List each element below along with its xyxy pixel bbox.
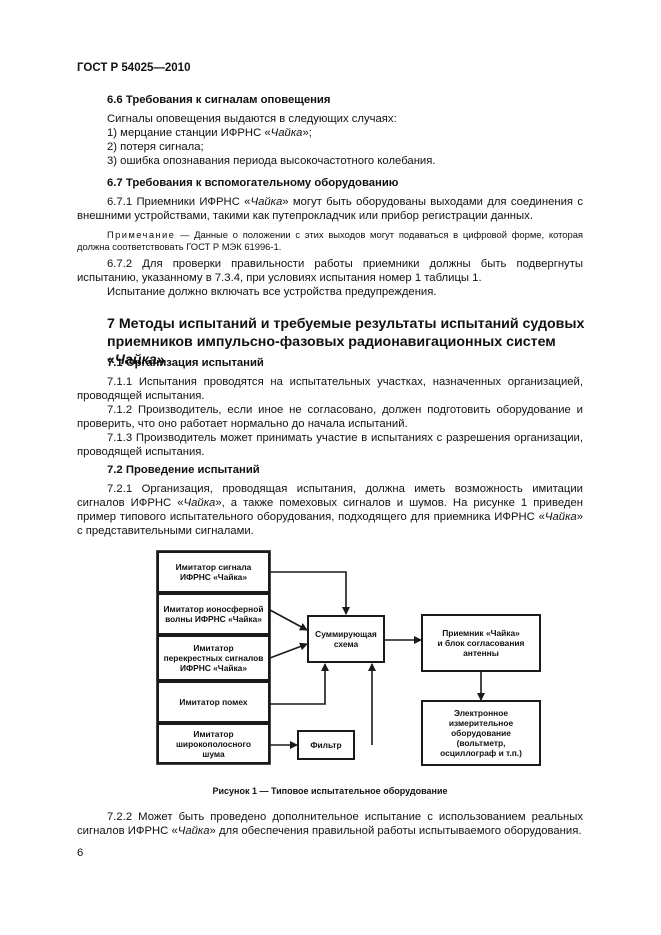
section-7-title: 7 Методы испытаний и требуемые результат… <box>107 316 585 368</box>
p711: 7.1.1 Испытания проводятся на испытатель… <box>77 376 583 402</box>
p671: 6.7.1 Приемники ИФРНС «Чайка» могут быть… <box>77 196 583 222</box>
page-number: 6 <box>77 847 84 859</box>
s66-intro: Сигналы оповещения выдаются в следующих … <box>107 113 397 125</box>
s67-note: Примечание — Данные о положении с этих в… <box>77 229 583 252</box>
arrow-cross-to-summing <box>269 642 308 659</box>
section-6-6-title: 6.6 Требования к сигналам оповещения <box>107 94 331 106</box>
arrow-iono-to-summing <box>269 609 308 631</box>
arrow-signal-to-summing <box>270 571 350 615</box>
document-code: ГОСТ Р 54025—2010 <box>77 62 191 74</box>
figure-caption: Рисунок 1 — Типовое испытательное оборуд… <box>212 786 448 796</box>
section-7-2-title: 7.2 Проведение испытаний <box>107 464 260 476</box>
s66-item-1: 1) мерцание станции ИФРНС «Чайка»; <box>107 127 312 139</box>
p672: 6.7.2 Для проверки правильности работы п… <box>77 258 583 284</box>
section-7-1-title: 7.1 Организация испытаний <box>107 357 264 369</box>
p721: 7.2.1 Организация, проводящая испытания,… <box>77 483 583 537</box>
p722: 7.2.2 Может быть проведено дополнительно… <box>77 811 583 837</box>
s66-item-2: 2) потеря сигнала; <box>107 141 204 153</box>
box-noise-simulator: Имитатор помех <box>157 681 270 723</box>
box-filter: Фильтр <box>297 730 355 760</box>
arrow-noise-to-summing <box>270 663 329 705</box>
p712: 7.1.2 Производитель, если иное не соглас… <box>77 404 583 430</box>
p713: 7.1.3 Производитель может принимать учас… <box>77 432 583 458</box>
section-6-7-title: 6.7 Требования к вспомогательному оборуд… <box>107 177 399 189</box>
p672-cont: Испытание должно включать все устройства… <box>107 286 437 298</box>
s66-item-3: 3) ошибка опознавания периода высокочаст… <box>107 155 436 167</box>
